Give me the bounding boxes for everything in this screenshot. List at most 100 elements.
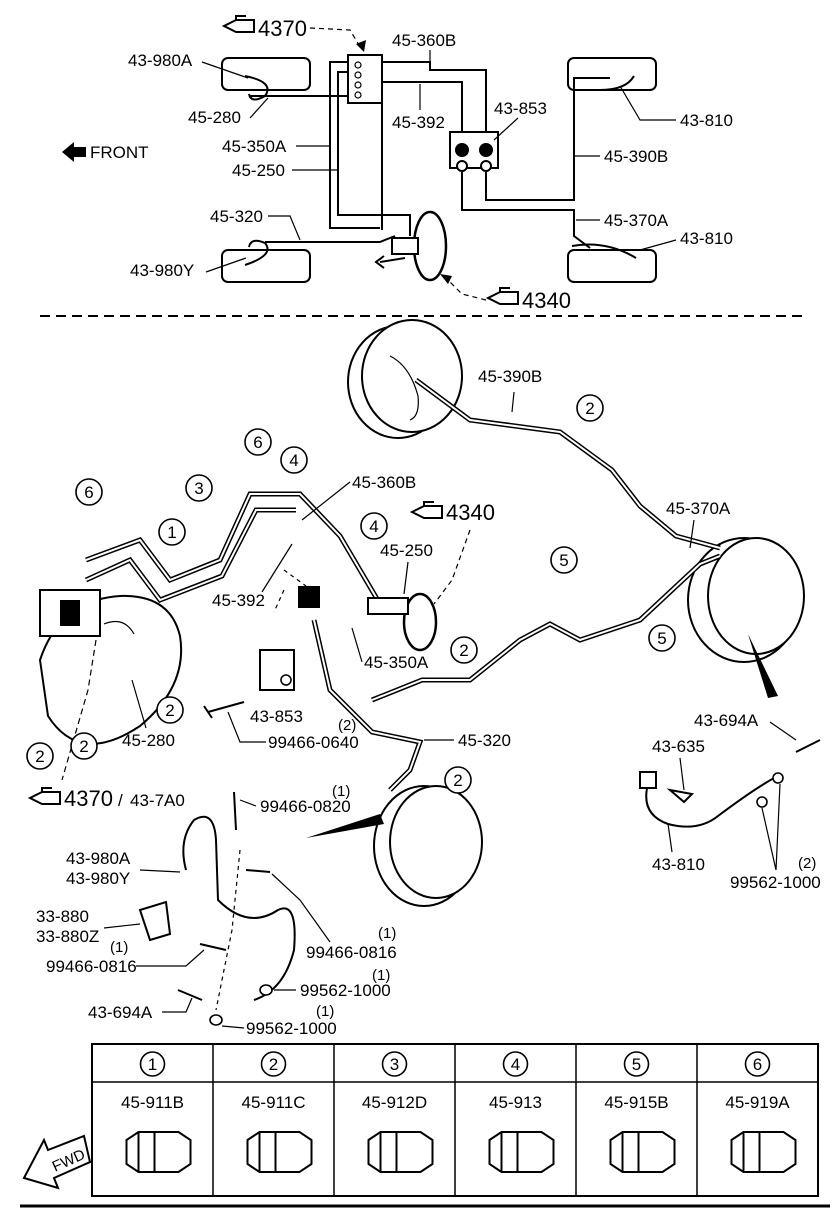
callout-2: 2 xyxy=(70,732,98,760)
qty-99466-0816b: (1) xyxy=(378,925,396,942)
leader xyxy=(227,711,266,743)
clip-43-635 xyxy=(666,788,695,804)
label-99466-0816a: 99466-0816 xyxy=(46,957,137,976)
leader xyxy=(205,257,247,273)
bolt-43-694A-left xyxy=(177,989,203,1001)
rear-right-hose xyxy=(571,243,637,259)
clip-illustration xyxy=(730,1131,797,1173)
ref-4370-leader xyxy=(309,27,363,51)
hu-port xyxy=(354,61,362,69)
clip-column-6: 645-919A xyxy=(696,1044,797,1196)
clip-number-circle xyxy=(502,1051,529,1077)
label-45-392: 45-392 xyxy=(392,113,445,132)
leader xyxy=(619,85,676,121)
svg-text:2: 2 xyxy=(585,399,594,418)
label-45-350A: 45-350A xyxy=(222,137,287,156)
booster-arrow xyxy=(374,255,406,269)
label-45-370A: 45-370A xyxy=(604,211,669,230)
qty-99562-1000b: (1) xyxy=(316,1003,334,1020)
label-43-810: 43-810 xyxy=(652,855,705,874)
qty-99562-1000a: (1) xyxy=(372,967,390,984)
dashed-leader xyxy=(433,529,471,605)
callout-2: 2 xyxy=(26,742,54,770)
label-43-980Y: 43-980Y xyxy=(66,869,130,888)
clip-number: 6 xyxy=(753,1055,762,1074)
clip-number: 1 xyxy=(148,1055,157,1074)
ref-4340-main: 4340 xyxy=(446,500,495,525)
leader xyxy=(131,679,147,729)
leader xyxy=(103,923,141,929)
pointer-hand-icon xyxy=(221,15,255,33)
clip-number: 5 xyxy=(632,1055,641,1074)
label-99562-1000c: 99562-1000 xyxy=(730,873,821,892)
leader xyxy=(239,799,257,807)
label-45-360B: 45-360B xyxy=(392,31,456,50)
label-43-810-bot: 43-810 xyxy=(680,229,733,248)
callout-2: 2 xyxy=(450,636,478,664)
front-arrow-icon xyxy=(62,142,86,162)
rear-left-wheel-face xyxy=(361,319,463,433)
label-43-694A-left: 43-694A xyxy=(88,1003,153,1022)
washer-99562-1000 xyxy=(209,1014,223,1026)
clip-column-1: 1 45-911B xyxy=(121,1051,192,1173)
svg-text:3: 3 xyxy=(194,479,203,498)
hu-port xyxy=(354,71,362,79)
clip-illustration xyxy=(609,1131,676,1173)
svg-text:6: 6 xyxy=(84,483,93,502)
label-45-390B: 45-390B xyxy=(604,147,668,166)
label-43-694A-right: 43-694A xyxy=(694,711,759,730)
pipe-45-360B xyxy=(382,61,487,134)
label-45-250: 45-250 xyxy=(380,541,433,560)
qty-99466-0816a: (1) xyxy=(110,939,128,956)
valve-port xyxy=(455,143,469,157)
pipe-45-250 xyxy=(337,71,411,236)
callout-1: 1 xyxy=(158,518,186,546)
callout-5: 5 xyxy=(648,624,676,652)
rear-right-wheel xyxy=(567,249,657,283)
label-43-810-top: 43-810 xyxy=(680,111,733,130)
pipe-45-392 xyxy=(382,81,463,134)
pipe-45-390B-main xyxy=(414,377,721,551)
ref-4340-leader xyxy=(445,277,487,301)
callout-6: 6 xyxy=(75,478,103,506)
clip-illustration xyxy=(246,1131,313,1173)
label-43-980A: 43-980A xyxy=(128,51,193,70)
label-43-853: 43-853 xyxy=(250,707,303,726)
clip-number: 3 xyxy=(390,1055,399,1074)
svg-text:2: 2 xyxy=(453,771,462,790)
label-45-320: 45-320 xyxy=(210,207,263,226)
clip-illustration xyxy=(125,1131,192,1173)
top-schematic: 4370 4340 FRONT 43-980A 45-280 45-350A 4… xyxy=(62,15,733,313)
label-45-320: 45-320 xyxy=(458,731,511,750)
clip-column-2: 245-911C xyxy=(212,1044,313,1196)
ref-43-7A0: 43-7A0 xyxy=(130,791,185,810)
clip-table: 145-911B245-911C345-912D445-913545-915B6… xyxy=(91,1043,819,1197)
pipe-45-320-main xyxy=(311,619,424,792)
clip-part-number: 45-911B xyxy=(121,1093,184,1112)
qty-99466-0820: (1) xyxy=(332,783,350,800)
hu-port xyxy=(354,91,362,99)
leader xyxy=(201,61,249,79)
label-43-635: 43-635 xyxy=(652,737,705,756)
ref-separator: / xyxy=(118,791,123,810)
hose-fitting xyxy=(639,771,657,789)
svg-text:5: 5 xyxy=(559,551,568,570)
pipe-45-350A xyxy=(329,61,380,229)
rear-left-hose xyxy=(389,355,419,421)
pipe-45-370A-main xyxy=(371,553,721,703)
label-43-853: 43-853 xyxy=(494,99,547,118)
front-left-wheel xyxy=(221,57,311,91)
clip-number: 2 xyxy=(269,1055,278,1074)
callout-2: 2 xyxy=(444,766,472,794)
valve-port xyxy=(280,674,292,686)
clip-part-number: 45-912D xyxy=(362,1093,427,1112)
leader xyxy=(271,873,331,943)
pointer-hand-icon xyxy=(485,287,519,305)
leader xyxy=(162,997,193,1013)
fwd-arrow-icon xyxy=(22,1134,92,1190)
clip-column-4: 445-913 xyxy=(454,1044,555,1196)
rear-left-hose xyxy=(599,75,635,91)
